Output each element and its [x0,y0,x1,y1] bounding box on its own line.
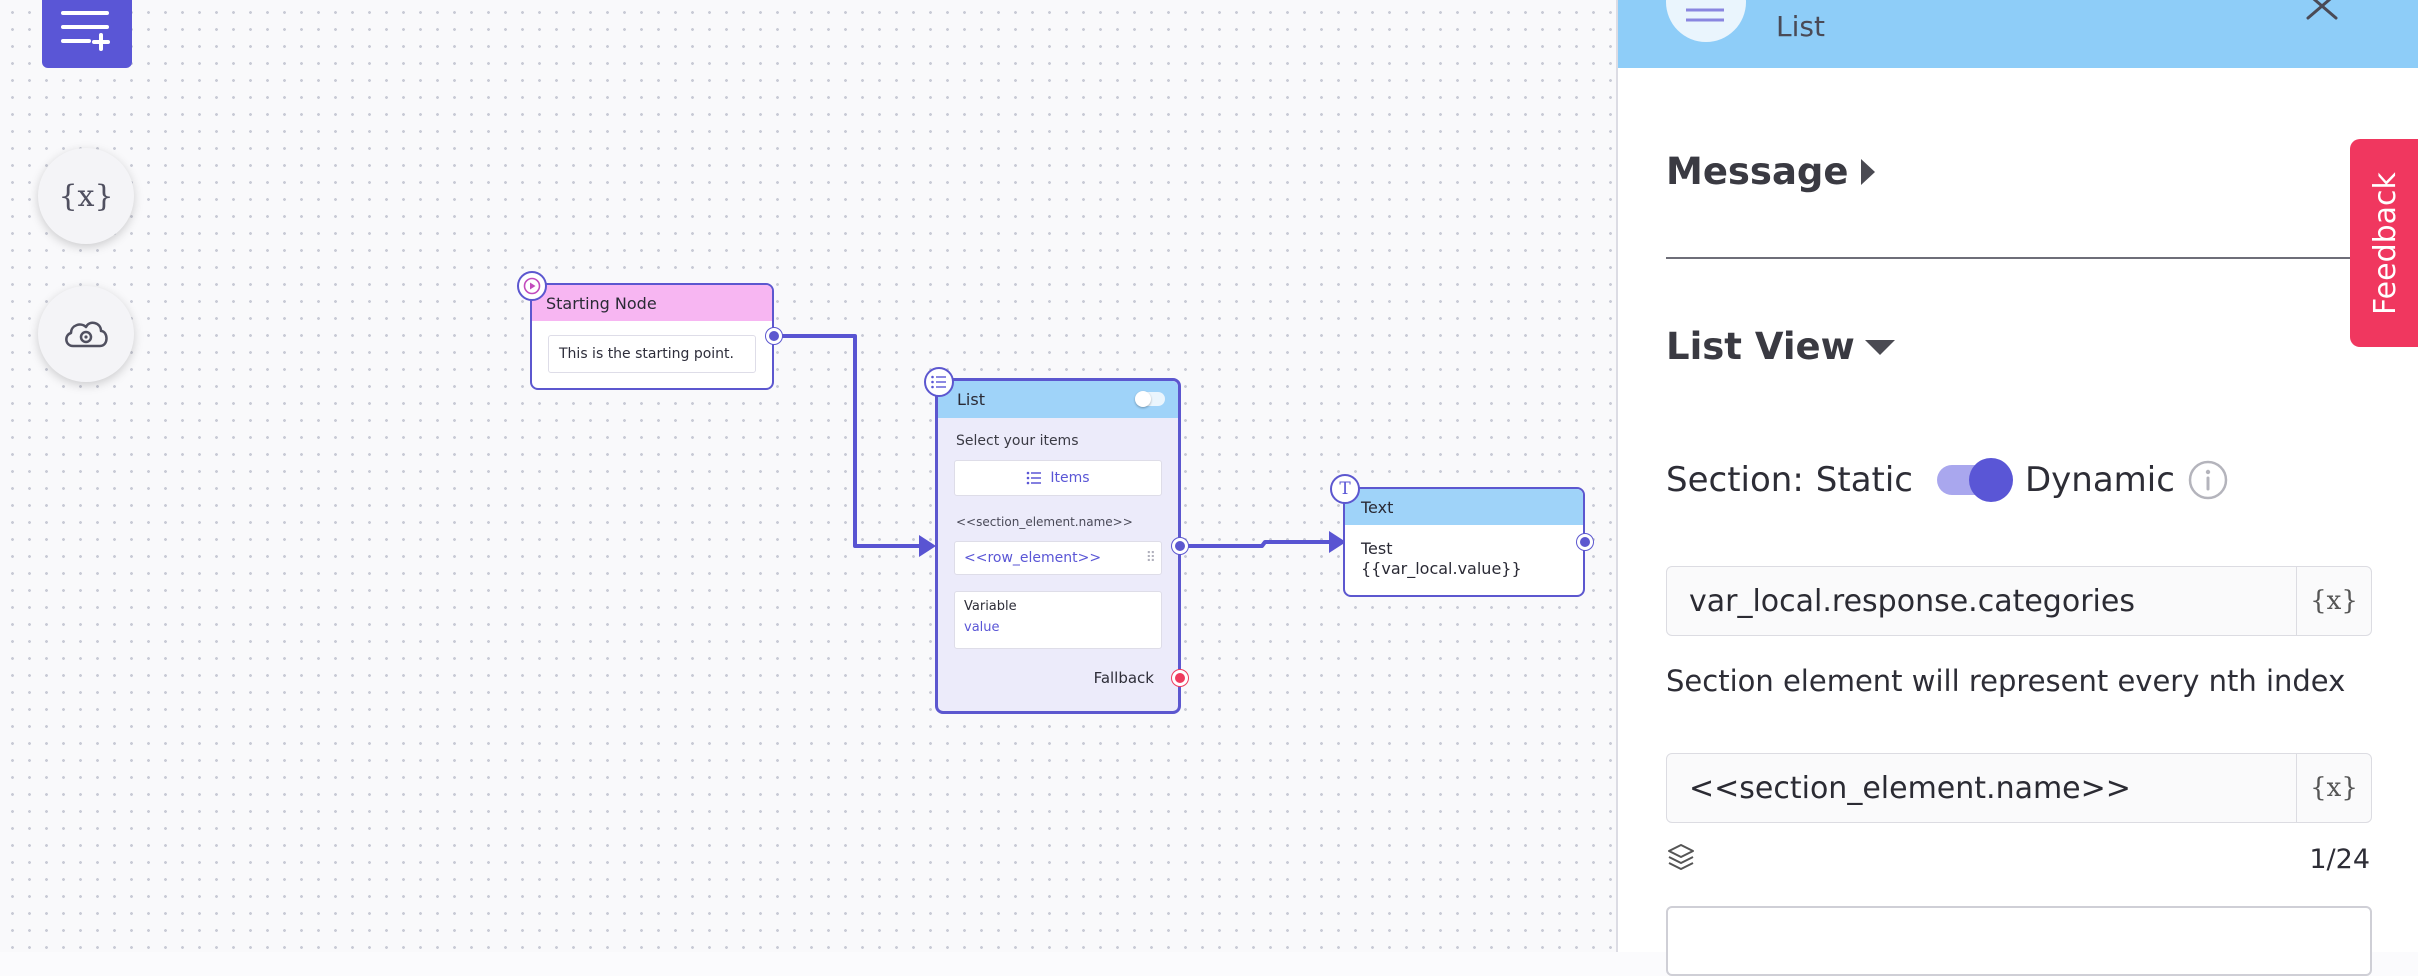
connectors [774,334,1346,557]
text-output-port[interactable] [1577,534,1593,550]
starting-node[interactable]: Starting Node This is the starting point… [530,283,774,390]
connector-list-to-text [1180,540,1332,548]
cloud-settings-icon [65,321,108,348]
list-node-toggle[interactable] [1135,391,1165,407]
connector-start-to-list [774,334,922,548]
feedback-label: Feedback [2367,171,2403,315]
insert-variable-button[interactable]: {x} [2296,754,2371,822]
next-field[interactable] [1666,906,2372,976]
message-section-toggle[interactable]: Message [1666,150,1877,193]
node-header: Starting Node [532,285,772,321]
drag-handle-icon[interactable]: ⠿ [1145,550,1156,566]
variable-value: value [964,620,1000,635]
start-output-port[interactable] [766,328,782,344]
list-node[interactable]: List Select your items Items <<section_e… [935,378,1181,714]
text-line-2: {{var_local.value}} [1361,559,1522,578]
items-label: Items [1050,470,1090,486]
static-label: Static [1815,460,1913,500]
layers-icon[interactable] [1666,842,1696,872]
node-header: Text [1345,489,1583,525]
list-icon [1686,8,1724,22]
node-title: List [957,390,985,409]
insert-variable-button[interactable]: {x} [2296,567,2371,635]
section-type-row: Section: Static Dynamic [1666,452,2229,508]
section-hint: Section element will represent every nth… [1666,664,2346,698]
feedback-tab[interactable]: Feedback [2350,139,2418,347]
fallback-label: Fallback [1093,669,1154,687]
flow-canvas[interactable]: {x} Starting Node This is the starting p… [0,0,1616,952]
panel-header: List [1618,0,2418,68]
properties-panel: List Message List View Section: Static D… [1616,0,2418,976]
play-icon [523,277,541,295]
section-divider [1666,257,2388,259]
caret-down-icon [1864,339,1895,355]
variable-label: Variable [964,599,1017,614]
caret-right-icon [1860,158,1875,185]
section-name-field[interactable]: <<section_element.name>> {x} [1666,753,2372,823]
node-title: Text [1361,497,1394,517]
start-badge [517,271,547,301]
variables-icon: {x} [58,178,114,214]
text-type-icon: T [1339,478,1351,499]
node-body: This is the starting point. [548,335,756,373]
node-body-text: This is the starting point. [559,346,734,362]
categories-field[interactable]: var_local.response.categories {x} [1666,566,2372,636]
dynamic-label: Dynamic [2025,460,2175,500]
text-node[interactable]: Text Test {{var_local.value}} [1343,487,1585,597]
section-name-value: <<section_element.name>> [1689,770,2131,806]
item-counter: 1/24 [2309,844,2370,875]
cloud-settings-button[interactable] [38,286,134,382]
add-menu-button[interactable] [42,0,132,68]
items-button[interactable]: Items [954,460,1162,496]
close-icon[interactable] [2304,0,2340,26]
arrow-head [919,535,936,557]
list-output-port[interactable] [1172,538,1188,554]
section-label: Section: [1666,460,1804,500]
text-badge: T [1330,474,1360,504]
list-badge [924,367,954,397]
variable-box[interactable]: Variable value [954,591,1162,649]
message-title: Message [1666,150,1849,193]
panel-title: List [1776,10,1825,43]
row-element-text: <<row_element>> [964,550,1102,566]
variables-button[interactable]: {x} [38,148,134,244]
text-node-body: Test {{var_local.value}} [1361,539,1522,579]
list-view-section-toggle[interactable]: List View [1666,325,1895,368]
list-icon [931,375,946,389]
list-view-title: List View [1666,325,1855,368]
menu-add-icon [61,11,110,51]
toggle-knob [1969,458,2013,502]
text-line-1: Test [1361,539,1393,558]
info-icon[interactable] [2187,459,2229,501]
section-type-toggle[interactable] [1937,458,2013,502]
fallback-port[interactable] [1172,670,1188,686]
section-element-label: <<section_element.name>> [956,515,1133,529]
node-title: Starting Node [546,293,657,313]
row-element-box[interactable]: <<row_element>> ⠿ [954,541,1162,575]
list-icon [1027,471,1042,485]
panel-node-icon [1666,0,1746,42]
categories-value: var_local.response.categories [1689,583,2135,619]
list-subtitle: Select your items [956,433,1079,449]
